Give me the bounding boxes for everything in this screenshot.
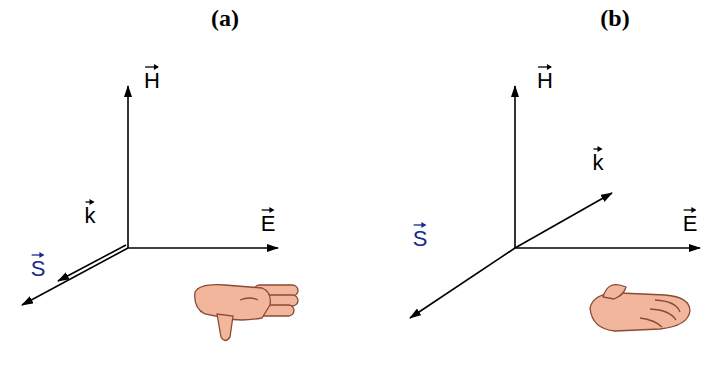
label-text: (a): [211, 6, 239, 30]
hand-icon: [195, 285, 298, 341]
label-text: k: [593, 152, 604, 174]
hand-icon: [590, 285, 690, 331]
vector-arrow-head: [90, 199, 95, 205]
label-text: k: [85, 205, 96, 227]
vector-arrow-head: [39, 252, 44, 258]
panel-label: (b): [600, 6, 629, 30]
vector-arrow-head: [269, 207, 274, 213]
vector-label: H: [144, 70, 160, 92]
label-text: E: [261, 213, 276, 235]
vector-label: S: [413, 228, 428, 250]
vector-arrow-head: [691, 207, 696, 213]
panel-label: (a): [211, 6, 239, 30]
vector-label: E: [683, 213, 698, 235]
label-text: H: [144, 70, 160, 92]
vector-label: k: [593, 152, 604, 174]
vector-label: S: [31, 258, 46, 280]
axes-b: [410, 86, 700, 318]
label-text: (b): [600, 6, 629, 30]
vector-arrow-head: [598, 146, 603, 152]
label-text: H: [537, 70, 553, 92]
vector-arrow-head: [421, 222, 426, 228]
vector-arrow-head: [154, 64, 159, 70]
axes-a: [22, 86, 278, 305]
label-text: S: [413, 228, 428, 250]
vector-label: k: [85, 205, 96, 227]
vector-label: E: [261, 213, 276, 235]
vector-arrow-head: [547, 64, 552, 70]
label-text: S: [31, 258, 46, 280]
label-text: E: [683, 213, 698, 235]
vector-label: H: [537, 70, 553, 92]
